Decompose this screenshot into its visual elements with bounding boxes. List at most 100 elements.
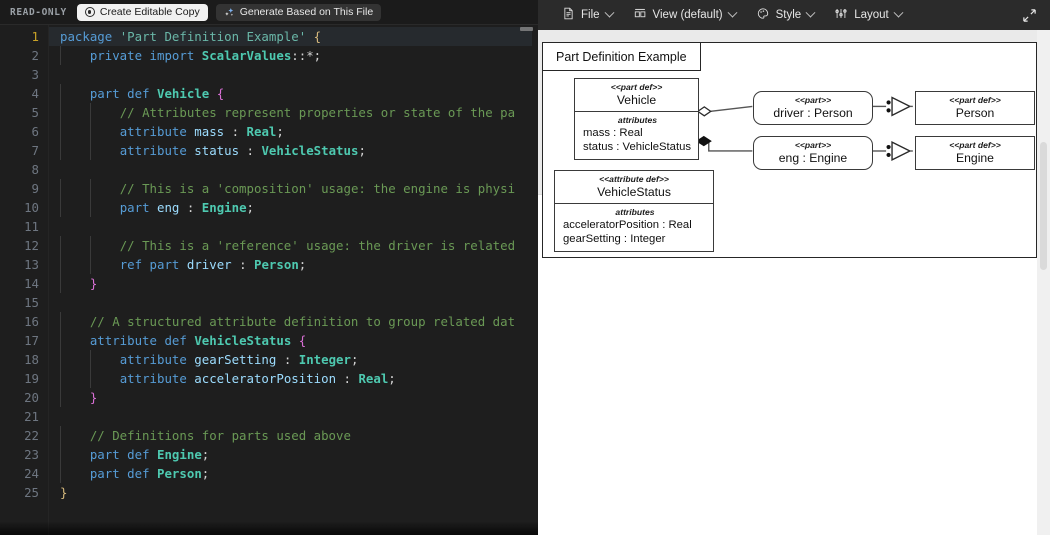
code-line[interactable]: attribute status : VehicleStatus; [48,141,538,160]
code-token [194,48,201,63]
code-token: // This is a 'reference' usage: the driv… [119,238,516,253]
generate-based-on-file-button[interactable]: Generate Based on This File [215,3,382,21]
code-line[interactable]: } [48,388,538,407]
code-token: attribute [119,352,187,367]
code-token: ; [358,143,366,158]
indent-guide [90,103,91,122]
menu-file[interactable]: File [552,4,623,26]
code-line[interactable]: attribute mass : Real; [48,122,538,141]
code-line[interactable]: } [48,483,538,502]
diagram-node-eng[interactable]: <<part>> eng : Engine [753,136,873,170]
code-token: // Definitions for parts used above [89,428,351,443]
code-token: attribute [119,371,187,386]
node-divider [555,203,713,205]
chevron-down-icon [893,7,904,18]
node-header: <<attribute def>> VehicleStatus [555,171,713,203]
code-line[interactable]: part def Person; [48,464,538,483]
code-token: attribute [89,333,157,348]
diagram-node-driver[interactable]: <<part>> driver : Person [753,91,873,125]
menu-view[interactable]: View (default) [623,4,746,26]
menu-layout[interactable]: Layout [824,4,912,26]
code-token: package [60,29,113,44]
canvas-vertical-scrollbar[interactable] [1037,30,1050,535]
code-line[interactable] [48,65,538,84]
code-token: Engine [157,447,202,462]
node-stereotype: <<part>> [794,95,832,105]
code-line[interactable]: // This is a 'composition' usage: the en… [48,179,538,198]
diagram-canvas[interactable]: Part Definition Example [538,30,1050,535]
code-line[interactable] [48,293,538,312]
code-line[interactable]: part def Vehicle { [48,84,538,103]
line-number: 10 [24,200,39,215]
create-editable-copy-button[interactable]: Create Editable Copy [76,3,208,21]
node-name: VehicleStatus [597,185,671,199]
line-number: 15 [24,295,39,310]
code-line[interactable]: part def Engine; [48,445,538,464]
code-token: : [224,124,247,139]
code-line[interactable]: // This is a 'reference' usage: the driv… [48,236,538,255]
menu-style[interactable]: Style [746,4,825,26]
code-token [150,86,157,101]
code-token: } [89,276,98,291]
code-token [150,466,157,481]
code-token: ref [119,257,143,272]
code-line[interactable]: } [48,274,538,293]
node-feature: gearSetting : Integer [563,233,666,246]
code-content[interactable]: package 'Part Definition Example' { priv… [48,25,538,535]
code-line[interactable]: ref part driver : Person; [48,255,538,274]
canvas-scrollbar-thumb[interactable] [1040,142,1047,270]
code-line[interactable]: part eng : Engine; [48,198,538,217]
code-line[interactable]: private import ScalarValues::*; [48,46,538,65]
line-number: 24 [24,466,39,481]
diagram-frame-title: Part Definition Example [542,42,701,71]
expand-diagonal-icon[interactable] [1018,4,1040,26]
node-attributes-compartment: attributes mass : Real status : VehicleS… [575,112,698,159]
code-token: eng [157,200,180,215]
code-token: part [119,200,150,215]
code-line[interactable]: attribute acceleratorPosition : Real; [48,369,538,388]
layout-icon [834,7,848,23]
code-token: def [127,466,150,481]
code-token: def [164,333,187,348]
code-token: Integer [298,352,351,367]
view-icon [633,7,647,23]
code-line[interactable] [48,160,538,179]
line-number: 9 [31,181,39,196]
diagram-view-pane: File View (default) [538,0,1050,535]
node-name: Person [955,106,995,120]
editor-scrollbar-thumb[interactable] [520,27,533,31]
chevron-down-icon [805,7,816,18]
diagram-toolbar: File View (default) [538,0,1050,30]
code-line[interactable] [48,407,538,426]
code-token: ; [201,447,210,462]
indent-guide [60,46,61,65]
code-token: : [276,352,299,367]
indent-guide [60,198,61,217]
code-line[interactable]: attribute gearSetting : Integer; [48,350,538,369]
editor-right-strip [532,25,538,535]
line-number: 12 [24,238,39,253]
diagram-node-vehiclestatus[interactable]: <<attribute def>> VehicleStatus attribut… [554,170,714,253]
node-feature: status : VehicleStatus [583,141,692,154]
editor-vertical-scrollbar[interactable] [520,25,538,535]
code-token: ; [201,466,210,481]
code-token [306,29,313,44]
code-line[interactable]: package 'Part Definition Example' { [48,27,538,46]
indent-guide [60,122,61,141]
diagram-node-engine[interactable]: <<part def>> Engine [915,136,1035,170]
create-editable-copy-label: Create Editable Copy [99,6,200,18]
code-line[interactable] [48,217,538,236]
diagram-node-vehicle[interactable]: <<part def>> Vehicle attributes mass : R… [574,78,699,161]
code-line[interactable]: // Definitions for parts used above [48,426,538,445]
code-line[interactable]: attribute def VehicleStatus { [48,331,538,350]
line-number: 1 [31,29,39,44]
code-token: Real [246,124,277,139]
code-token: } [89,390,98,405]
code-token: Vehicle [157,86,210,101]
code-line[interactable]: // A structured attribute definition to … [48,312,538,331]
diagram-node-person[interactable]: <<part def>> Person [915,91,1035,125]
code-line[interactable]: // Attributes represent properties or st… [48,103,538,122]
